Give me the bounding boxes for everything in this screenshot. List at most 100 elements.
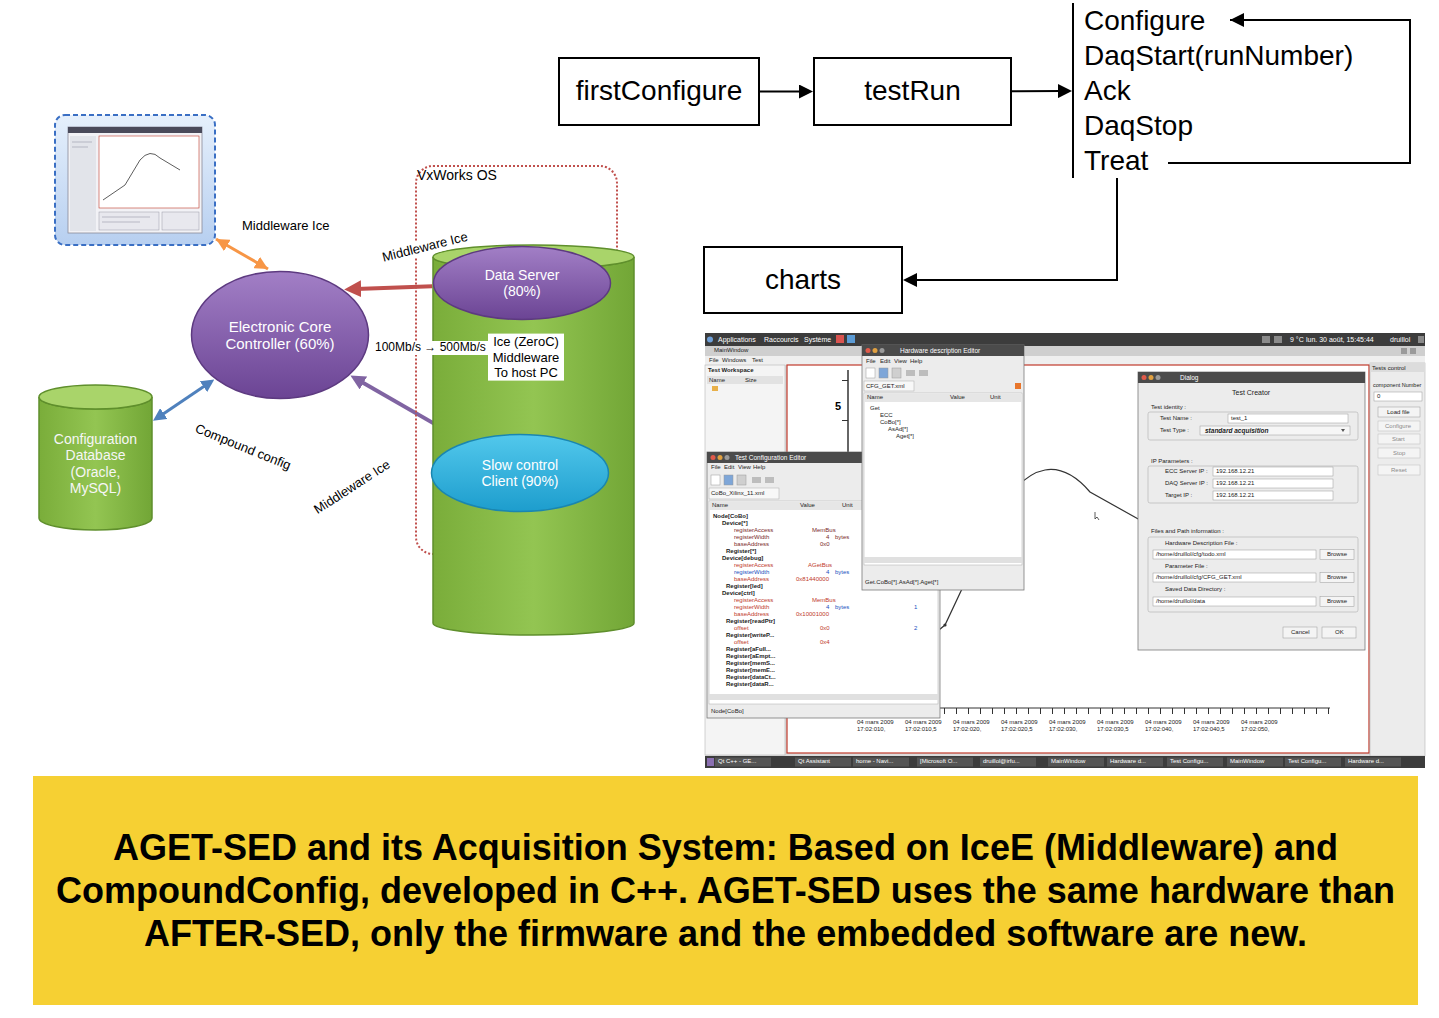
label-holder: Cancel xyxy=(1291,629,1310,636)
label-holder: OK xyxy=(1335,629,1344,636)
screenshot-text: test_1 xyxy=(1231,415,1247,422)
screenshot-text: Hardware d... xyxy=(1348,758,1384,765)
screenshot-text: 192.168.12.21 xyxy=(1216,492,1254,499)
software-screenshot-part xyxy=(1341,429,1345,432)
software-screenshot-part xyxy=(865,394,1022,403)
screenshot-text: 9 °C xyxy=(1290,336,1304,344)
software-screenshot-part xyxy=(1262,336,1270,343)
label-holder: CoBo[*] xyxy=(880,419,901,426)
label-holder: registerWidth xyxy=(734,604,769,611)
output-box: charts xyxy=(703,246,903,314)
label-holder: 04 mars 2009 17:02:050, xyxy=(1241,719,1287,733)
software-screenshot-part xyxy=(1320,550,1354,560)
screenshot-text: Get xyxy=(870,405,880,412)
software-screenshot-part xyxy=(1107,758,1163,767)
software-screenshot-part xyxy=(1378,407,1420,417)
client-thumbnail-part xyxy=(68,127,202,133)
client-thumbnail-part xyxy=(102,217,150,218)
software-screenshot-part xyxy=(705,356,1425,365)
node-text: Configure xyxy=(1084,3,1353,38)
label-holder: Register[readPtr] xyxy=(726,618,775,625)
label-holder: View xyxy=(894,358,907,365)
software-screenshot-part xyxy=(1378,448,1420,458)
screenshot-text: baseAddress xyxy=(734,576,769,583)
software-screenshot-part xyxy=(724,475,733,485)
edge-label-holder: Ice (ZeroC) Middleware To host PC xyxy=(488,334,564,381)
software-screenshot-part xyxy=(866,368,875,378)
software-screenshot-part xyxy=(1149,375,1154,380)
node-text: DaqStart(runNumber) xyxy=(1084,38,1353,73)
screenshot-text: 0x0 xyxy=(820,625,830,632)
screenshot-text: offset xyxy=(734,639,749,646)
label-holder: MemBus xyxy=(812,597,836,604)
screenshot-text: Hardware description Editor xyxy=(900,347,980,354)
software-screenshot-part xyxy=(919,370,928,376)
screenshot-text: component Number xyxy=(1373,382,1421,388)
software-screenshot-part xyxy=(1153,550,1316,559)
screenshot-text: Applications xyxy=(718,336,756,344)
client-thumbnail-part xyxy=(55,115,215,245)
screenshot-text: CFG_GET.xml xyxy=(866,383,905,390)
node-text: DaqStop xyxy=(1084,108,1353,143)
screenshot-text: offset xyxy=(734,625,749,632)
screenshot-text: MainWindow xyxy=(714,347,748,354)
software-screenshot-part xyxy=(836,335,844,343)
label-holder: ECC Server IP : xyxy=(1165,468,1208,475)
screenshot-text: Node[CoBo] xyxy=(713,513,748,520)
label-holder: bytes xyxy=(835,604,849,611)
label-holder: 04 mars 2009 17:02:020, xyxy=(953,719,999,733)
screenshot-text: registerAccess xyxy=(734,527,773,534)
controller-ellipse: Electronic Core Controller (60%) xyxy=(190,270,370,400)
software-screenshot-part xyxy=(707,376,783,384)
screenshot-text: Target IP : xyxy=(1165,492,1192,499)
screenshot-text: Test Configu... xyxy=(1170,758,1208,765)
node-text: charts xyxy=(765,264,841,296)
label-holder: Test Configu... xyxy=(1288,758,1326,765)
software-screenshot-part xyxy=(1167,758,1223,767)
software-screenshot-part xyxy=(1228,414,1348,423)
software-screenshot-part xyxy=(864,381,914,391)
software-screenshot-part xyxy=(705,756,1425,768)
screenshot-text: registerAccess xyxy=(734,562,773,569)
software-screenshot-part xyxy=(1378,421,1420,431)
label-holder: Node[CoBo] xyxy=(713,513,748,520)
label-holder: 0x0 xyxy=(820,541,830,548)
screenshot-text: Tests control xyxy=(1372,365,1406,372)
screenshot-text: baseAddress xyxy=(734,611,769,618)
software-screenshot-part xyxy=(847,335,855,343)
label-holder: Register[led] xyxy=(726,583,763,590)
screenshot-text: Browse xyxy=(1327,598,1347,605)
screenshot-text: Test Type : xyxy=(1160,427,1189,434)
caption-text: AGET-SED and its Acquisition System: Bas… xyxy=(33,826,1418,956)
software-screenshot-part xyxy=(864,393,1022,565)
software-screenshot-part xyxy=(709,694,938,700)
screenshot-text: Register[dataR... xyxy=(726,681,774,688)
software-screenshot-part xyxy=(795,758,851,767)
label-holder: 0x10001000 xyxy=(796,611,829,618)
screenshot-text: DAQ Server IP : xyxy=(1165,480,1208,487)
screenshot-text: Load file xyxy=(1387,409,1410,416)
screenshot-text: 192.168.12.21 xyxy=(1216,468,1254,475)
screenshot-text: MainWindow xyxy=(1051,758,1085,765)
label-holder: Dialog xyxy=(1180,374,1198,381)
software-screenshot-part xyxy=(862,345,1024,590)
screenshot-text: lun. 30 août, 15:45:44 xyxy=(1306,336,1374,344)
software-screenshot-part xyxy=(711,475,720,485)
text-block: firstConfigure xyxy=(576,75,743,107)
screenshot-text: 04 mars 2009 17:02:040, xyxy=(1145,719,1191,733)
label-holder: DAQ Server IP : xyxy=(1165,480,1208,487)
screenshot-text: 04 mars 2009 17:02:020, xyxy=(953,719,999,733)
label-holder: Value xyxy=(800,502,815,509)
software-screenshot-part xyxy=(1370,363,1425,756)
label-holder: 4 xyxy=(826,604,829,611)
label-holder: MainWindow xyxy=(1230,758,1264,765)
screenshot-text: Stop xyxy=(1393,450,1405,457)
screenshot-text: Register[writeP... xyxy=(726,632,774,639)
client-ellipse: Slow control Client (90%) xyxy=(430,433,610,513)
label-holder: Help xyxy=(753,464,765,471)
screenshot-text: standard acquisition xyxy=(1205,427,1269,434)
software-screenshot-part xyxy=(1138,372,1365,383)
label-holder: MemBus xyxy=(812,527,836,534)
software-screenshot-part xyxy=(1213,491,1333,500)
